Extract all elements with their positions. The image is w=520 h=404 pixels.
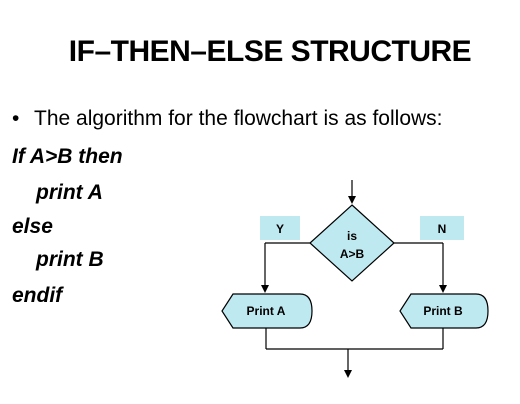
- print-b-box: [399, 293, 489, 329]
- print-a-text: Print A: [247, 304, 286, 318]
- print-a-box: [221, 293, 313, 329]
- bullet-point: • The algorithm for the flowchart is as f…: [12, 106, 443, 132]
- code-line-if: If A>B then: [12, 145, 123, 168]
- bullet-icon: •: [12, 107, 20, 130]
- yes-label: Y: [276, 222, 284, 236]
- bullet-text: The algorithm for the flowchart is as fo…: [34, 107, 443, 130]
- decision-text-condition: A>B: [340, 247, 365, 261]
- decision-text-is: is: [347, 229, 357, 243]
- no-label: N: [438, 222, 447, 236]
- no-label-box: [420, 216, 464, 240]
- code-line-else: else: [12, 215, 53, 238]
- print-b-text: Print B: [423, 304, 463, 318]
- slide-title: IF–THEN–ELSE STRUCTURE: [68, 35, 472, 68]
- code-line-print-b: print B: [36, 248, 104, 271]
- yes-label-box: [260, 216, 300, 240]
- code-line-endif: endif: [12, 284, 63, 307]
- code-line-print-a: print A: [36, 181, 103, 204]
- decision-diamond: [309, 204, 395, 282]
